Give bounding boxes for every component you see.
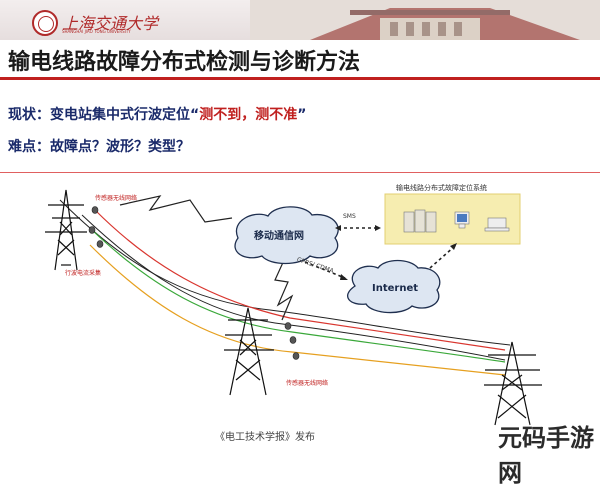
label-system-title: 输电线路分布式故障定位系统: [396, 184, 487, 192]
section-divider: [0, 172, 600, 173]
tower-middle: [224, 307, 274, 396]
label-mobile-network: 移动通信网: [254, 231, 304, 242]
transmission-lines: [59, 199, 511, 361]
status-close-quote: ”: [297, 107, 307, 123]
status-highlight: 测不到，测不准: [199, 107, 298, 123]
label-traveling-wave: 行波电流采集: [65, 270, 102, 277]
phase-line-red: [94, 209, 506, 351]
footer-publisher: 《电工技术学报》发布: [215, 432, 315, 443]
label-sms: SMS: [343, 213, 356, 220]
difficulty-line: 难点：故障点？波形？类型？: [8, 139, 190, 155]
phase-line-orange: [89, 244, 506, 376]
wireless-link-left: [119, 195, 233, 223]
tower-right: [484, 341, 542, 426]
slide-title: 输电线路故障分布式检测与诊断方法: [8, 50, 361, 75]
phase-line-green: [91, 229, 506, 363]
internet-cloud: [347, 259, 441, 314]
building-photo: [250, 0, 600, 40]
watermark: 元码手游网: [498, 424, 594, 487]
label-sensor-wireless-bottom: 传感器无线网络: [286, 380, 329, 387]
sensor-nodes: [88, 206, 300, 360]
title-bar: [0, 40, 600, 76]
university-name-en: SHANGHAI JIAO TONG UNIVERSITY: [62, 29, 131, 34]
mobile-network-cloud: [234, 206, 339, 265]
dashed-links: [304, 227, 456, 279]
label-internet: Internet: [372, 283, 419, 294]
university-seal: [32, 10, 58, 36]
label-sensor-wireless-top: 传感器无线网络: [95, 195, 138, 202]
title-underline: [0, 77, 600, 80]
wireless-link-middle: [274, 257, 294, 321]
status-text: 现状：变电站集中式行波定位“: [8, 107, 200, 123]
servers-icon: [403, 209, 437, 233]
university-name: 上海交通大学: [62, 14, 159, 33]
tower-left: [45, 189, 87, 271]
status-line: 现状：变电站集中式行波定位“测不到，测不准”: [8, 104, 306, 124]
fault-location-diagram: [45, 189, 542, 426]
